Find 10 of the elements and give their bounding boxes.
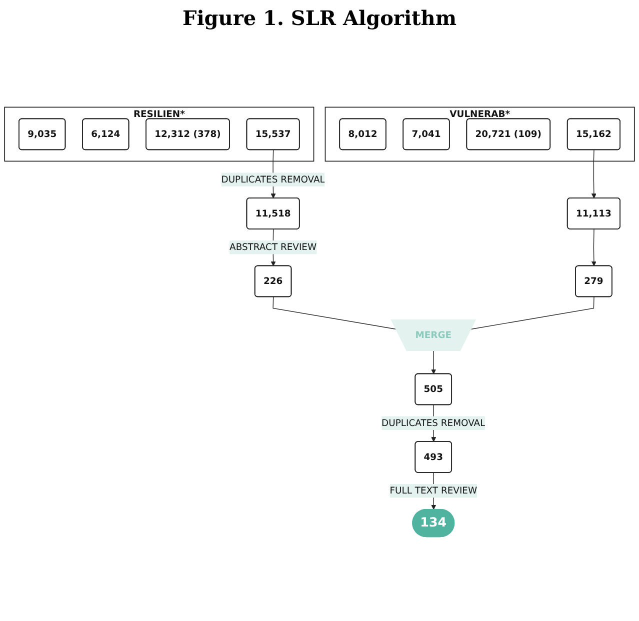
connector <box>471 296 594 330</box>
edge-label: FULL TEXT REVIEW <box>390 485 478 496</box>
figure-title: Figure 1. SLR Algorithm <box>182 6 458 30</box>
edge-label: DUPLICATES REMOVAL <box>221 174 325 185</box>
connector <box>272 296 396 330</box>
edge-label: DUPLICATES REMOVAL <box>382 417 486 428</box>
arrow <box>591 228 596 266</box>
arrow <box>591 150 596 198</box>
edge-label: ABSTRACT REVIEW <box>230 242 317 253</box>
arrow <box>431 350 436 374</box>
